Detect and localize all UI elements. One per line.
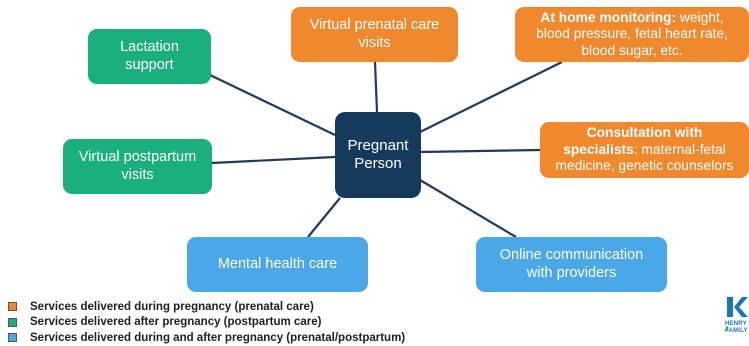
legend-label-postpartum: Services delivered after pregnancy (post… — [30, 316, 322, 329]
consultation-node: Consultation with specialists: maternal-… — [540, 122, 749, 178]
mental-health-label: Mental health care — [217, 255, 338, 272]
connector-lactation — [209, 74, 336, 136]
legend-swatch-postpartum — [8, 317, 17, 327]
legend-label-both: Services delivered during and after preg… — [30, 331, 406, 344]
legend-item-prenatal: Services delivered during pregnancy (pre… — [8, 299, 405, 315]
lactation-line2: support — [125, 56, 174, 73]
mental-health-node: Mental health care — [187, 237, 368, 292]
online-communication-line2: with providers — [526, 264, 617, 281]
consultation-specialists: specialists — [563, 141, 634, 157]
kff-k-icon — [727, 297, 748, 317]
connector-home-monitoring — [419, 61, 563, 133]
consultation-line3: medicine, genetic counselors — [555, 158, 734, 174]
logo-line1: HENRY J — [725, 321, 747, 333]
virtual-prenatal-line1: Virtual prenatal care — [309, 17, 440, 34]
virtual-prenatal-line2: visits — [358, 34, 391, 51]
virtual-postpartum-line2: visits — [121, 166, 154, 183]
online-communication-node: Online communication with providers — [476, 237, 667, 292]
home-monitoring-text1: weight, — [676, 9, 724, 25]
connector-consultation — [419, 148, 541, 154]
lactation-support-node: Lactation support — [88, 29, 211, 84]
home-monitoring-line2: blood pressure, fetal heart rate, — [536, 26, 728, 42]
logo-line2: FAMILY — [725, 328, 748, 334]
legend-label-prenatal: Services delivered during pregnancy (pre… — [30, 300, 314, 313]
home-monitoring-line3: blood sugar, etc. — [581, 42, 683, 58]
pregnant-person-node: Pregnant Person — [335, 112, 421, 198]
connector-mental-health — [307, 197, 341, 238]
legend: Services delivered during pregnancy (pre… — [8, 299, 405, 346]
home-monitoring-node: At home monitoring: weight, blood pressu… — [515, 7, 749, 62]
consultation-title: Consultation with — [586, 125, 703, 141]
virtual-postpartum-line1: Virtual postpartum — [78, 149, 197, 166]
center-line1: Pregnant — [347, 137, 409, 154]
kff-logo: HENRY J FAMILY — [723, 296, 749, 340]
virtual-postpartum-node: Virtual postpartum visits — [63, 139, 212, 194]
online-communication-line1: Online communication — [499, 247, 644, 264]
connector-virtual-postpartum — [211, 155, 336, 165]
consultation-text2: : maternal-fetal — [633, 141, 726, 157]
lactation-line1: Lactation — [120, 39, 179, 56]
legend-swatch-prenatal — [8, 302, 17, 312]
connector-online-communication — [419, 179, 517, 238]
connector-virtual-prenatal — [373, 61, 379, 113]
legend-swatch-both — [8, 333, 17, 343]
legend-item-both: Services delivered during and after preg… — [8, 330, 405, 346]
virtual-prenatal-node: Virtual prenatal care visits — [291, 7, 458, 62]
legend-item-postpartum: Services delivered after pregnancy (post… — [8, 315, 405, 331]
home-monitoring-title: At home monitoring: — [540, 9, 677, 25]
center-line2: Person — [354, 155, 402, 172]
